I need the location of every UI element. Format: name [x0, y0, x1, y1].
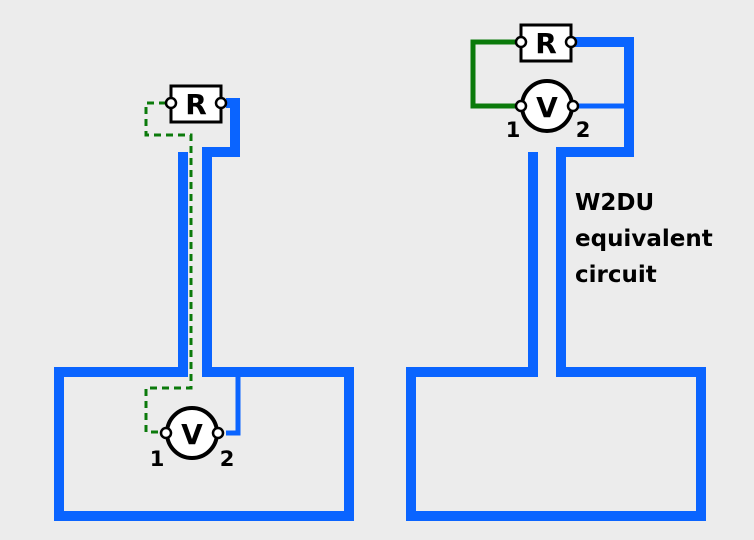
- left-voltmeter: V 1 2: [150, 406, 235, 471]
- left-resistor-label: R: [185, 88, 207, 121]
- right-caption: W2DU equivalent circuit: [575, 190, 713, 288]
- right-pin-1-label: 1: [506, 118, 521, 142]
- right-voltmeter-terminal-1: [514, 99, 528, 113]
- right-r-wire: [470, 39, 518, 109]
- left-conductor-outer: [54, 98, 354, 521]
- left-resistor-terminal-left: [164, 96, 178, 110]
- right-conductor-left: [406, 37, 706, 521]
- right-voltmeter: V 1 2: [506, 79, 591, 142]
- left-resistor: R: [164, 84, 228, 124]
- right-resistor-label: R: [535, 27, 557, 60]
- right-resistor: R: [514, 23, 578, 63]
- left-conductor-inner: [206, 369, 241, 436]
- left-dashed-wire: [144, 101, 193, 434]
- left-voltmeter-terminal-1: [159, 426, 173, 440]
- right-voltmeter-label: V: [536, 91, 558, 124]
- left-voltmeter-label: V: [181, 418, 203, 451]
- caption-line-2: equivalent: [575, 226, 713, 252]
- right-diagram: R V 1 2 W2DU equivalent circuit: [406, 23, 713, 521]
- right-resistor-terminal-right: [564, 35, 578, 49]
- right-pin-2-label: 2: [576, 118, 591, 142]
- caption-line-1: W2DU: [575, 190, 654, 216]
- left-diagram: R V 1 2: [54, 84, 354, 521]
- left-voltmeter-terminal-2: [211, 426, 225, 440]
- left-resistor-terminal-right: [214, 96, 228, 110]
- caption-line-3: circuit: [575, 262, 657, 288]
- left-pin-1-label: 1: [150, 447, 165, 471]
- right-voltmeter-terminal-2: [566, 99, 580, 113]
- left-pin-2-label: 2: [220, 447, 235, 471]
- right-resistor-terminal-left: [514, 35, 528, 49]
